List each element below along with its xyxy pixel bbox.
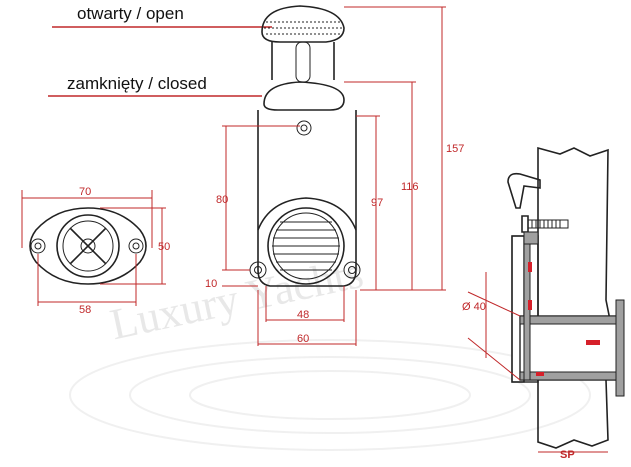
- open-label: otwarty / open: [77, 4, 184, 23]
- flange-view: [29, 207, 147, 285]
- dim-flange-holes: 58: [79, 304, 91, 316]
- hull-wall: [537, 146, 613, 449]
- dim-diameter: Ø 40: [462, 301, 486, 313]
- dim-offset: 10: [205, 278, 217, 290]
- handle-open: [261, 5, 345, 43]
- grate-slots: [272, 221, 340, 271]
- screw: [521, 215, 569, 233]
- dim-body-width: 60: [297, 333, 309, 345]
- dim-opening-width: 48: [297, 309, 309, 321]
- hull-section-view: SP Ø 40: [462, 146, 625, 461]
- dim-hull-thickness: SP: [560, 449, 575, 461]
- dim-flange-width: 70: [79, 186, 91, 198]
- handle-closed: [263, 81, 345, 111]
- front-dimensions: 157 116 97 80 10 48 60: [205, 6, 464, 346]
- dim-body-height: 80: [216, 194, 228, 206]
- red-handle-marker: [586, 340, 600, 345]
- dim-closed-height: 116: [401, 181, 419, 193]
- valve-body: [257, 110, 357, 287]
- dim-open-height: 157: [446, 143, 464, 155]
- flange-dimensions: 70 50 58: [21, 186, 170, 316]
- watermark-text: Luxury Yachts: [106, 248, 367, 349]
- valve-front-view: [249, 5, 361, 287]
- dim-inner-height: 97: [371, 197, 383, 209]
- dim-flange-height: 50: [158, 241, 170, 253]
- through-hull-pipe: [519, 315, 623, 381]
- closed-label: zamknięty / closed: [67, 74, 207, 93]
